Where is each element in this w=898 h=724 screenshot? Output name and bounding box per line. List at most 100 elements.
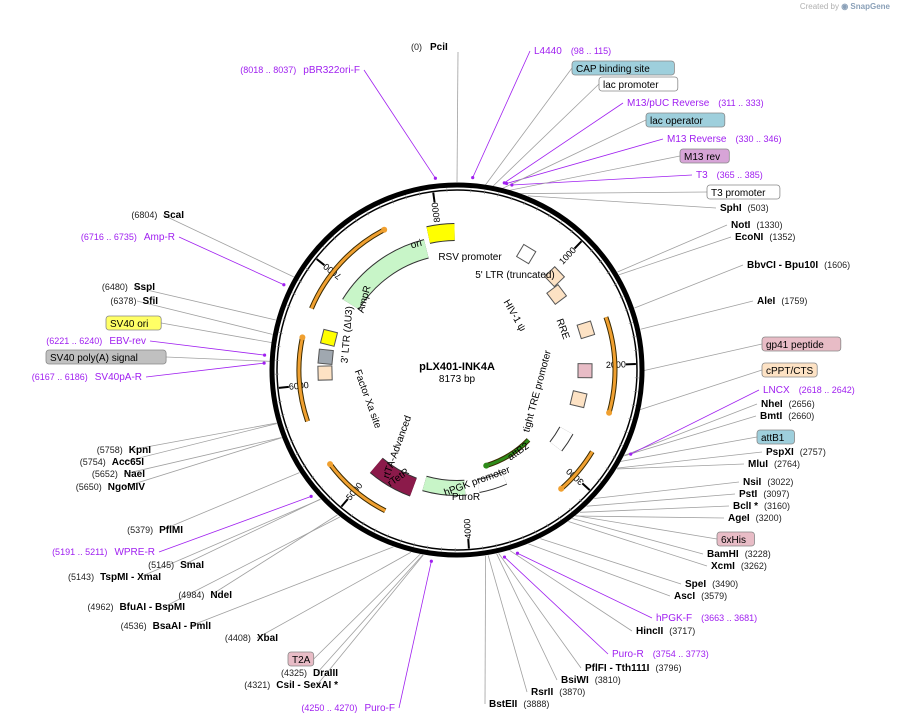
tick-label: 4000 [462, 518, 473, 539]
enzyme-leader-line [182, 498, 321, 566]
enzyme-site-bbvci-bpu10i[interactable]: BbvCI - Bpu10I(1606) [747, 260, 850, 271]
enzyme-site-pcii[interactable]: (0)PciI [411, 42, 448, 53]
feature-tag-attb1[interactable]: attB1 [756, 429, 795, 445]
enzyme-site-sphi[interactable]: SphI(503) [720, 203, 769, 214]
primer-m13-reverse[interactable]: M13 Reverse(330 .. 346) [667, 134, 782, 145]
enzyme-label: AscI(3579) [674, 591, 727, 602]
enzyme-site-mlui[interactable]: MluI(2764) [748, 459, 800, 470]
feature-tag-gp41-peptide[interactable]: gp41 peptide [761, 336, 842, 352]
enzyme-site-sfii[interactable]: (6378)SfiI [110, 296, 158, 307]
enzyme-site-naei[interactable]: (5652)NaeI [92, 469, 145, 480]
enzyme-site-ndei[interactable]: (4984)NdeI [178, 590, 232, 601]
enzyme-site-spei[interactable]: SpeI(3490) [685, 579, 738, 590]
enzyme-site-nhei[interactable]: NheI(2656) [761, 399, 815, 410]
feature-tag-sv40-poly-a-signal[interactable]: SV40 poly(A) signal [45, 349, 167, 365]
primer-l4440[interactable]: L4440(98 .. 115) [534, 46, 611, 57]
feature-tag-m13-rev[interactable]: M13 rev [679, 148, 730, 164]
primer-pbr322ori-f[interactable]: (8018 .. 8037)pBR322ori-F [240, 65, 360, 76]
minor-tick [598, 259, 603, 263]
enzyme-name: KpnI [129, 445, 151, 456]
primer-sv40pa-r[interactable]: (6167 .. 6186)SV40pA-R [32, 372, 142, 383]
primer-ebv-rev[interactable]: (6221 .. 6240)EBV-rev [46, 336, 146, 347]
feature-tag-6xhis[interactable]: 6xHis [716, 531, 755, 547]
feature-tag-t3-promoter[interactable]: T3 promoter [706, 184, 781, 200]
enzyme-site-alei[interactable]: AleI(1759) [757, 296, 807, 307]
enzyme-site-psti[interactable]: PstI(3097) [739, 489, 789, 500]
enzyme-site-rsrii[interactable]: RsrII(3870) [531, 687, 585, 698]
primer-lncx[interactable]: LNCX(2618 .. 2642) [763, 385, 855, 396]
enzyme-site-bfuai-bspmi[interactable]: (4962)BfuAI - BspMI [87, 602, 185, 613]
enzyme-site-bsteii[interactable]: BstEII(3888) [489, 699, 549, 710]
primer-m13-puc-reverse[interactable]: M13/pUC Reverse(311 .. 333) [627, 98, 764, 109]
enzyme-site-pflmi[interactable]: (5379)PflMI [127, 525, 183, 536]
enzyme-site-kpni[interactable]: (5758)KpnI [97, 445, 151, 456]
enzyme-leader-line [568, 521, 708, 567]
feature-tag-cap-binding-site[interactable]: CAP binding site [571, 60, 675, 76]
enzyme-site-smai[interactable]: (5145)SmaI [148, 560, 204, 571]
enzyme-leader-line [617, 451, 763, 469]
backbone [269, 182, 645, 558]
enzyme-site-ngomiv[interactable]: (5650)NgoMIV [76, 482, 146, 493]
feature-tag-text: SV40 ori [110, 319, 148, 330]
enzyme-site-csii-sexai[interactable]: (4321)CsiI - SexAI * [244, 680, 338, 691]
primer-hpgk-f[interactable]: hPGK-F(3663 .. 3681) [656, 613, 757, 624]
enzyme-site-hincii[interactable]: HincII(3717) [636, 626, 695, 637]
feature-tag-cppt-cts[interactable]: cPPT/CTS [761, 362, 818, 378]
enzyme-leader-line [316, 554, 424, 674]
tick-mark [340, 498, 349, 508]
minor-tick [280, 414, 285, 416]
feature-leader-line [637, 369, 763, 411]
primer-leader-line [517, 552, 653, 619]
enzyme-leader-line [129, 422, 277, 451]
enzyme-position: (1606) [824, 260, 850, 270]
enzyme-site-pspxi[interactable]: PspXI(2757) [766, 447, 826, 458]
feature-tag-t2a[interactable]: T2A [287, 651, 315, 667]
feature-tag-lac-operator[interactable]: lac operator [645, 112, 726, 128]
primer-t3[interactable]: T3(365 .. 385) [696, 170, 763, 181]
ltr-3-box [317, 365, 333, 381]
enzyme-leader-line [616, 463, 745, 470]
feature-tag-lac-promoter[interactable]: lac promoter [598, 76, 679, 92]
enzyme-leader-line [640, 300, 754, 330]
enzyme-site-bsiwi[interactable]: BsiWI(3810) [561, 675, 621, 686]
enzyme-site-noti[interactable]: NotI(1330) [731, 220, 782, 231]
feature-leader-line [490, 83, 600, 189]
enzyme-site-sspi[interactable]: (6480)SspI [102, 282, 155, 293]
primer-leader-line [363, 69, 436, 179]
orf-arc-left [297, 337, 309, 422]
primer-site-mark [282, 283, 286, 287]
enzyme-site-bsaai-pmli[interactable]: (4536)BsaAI - PmlI [121, 621, 212, 632]
enzyme-name: BfuAI - BspMI [119, 602, 185, 613]
enzyme-site-pflfi-tth111i[interactable]: PflFI - Tth111I(3796) [585, 663, 681, 674]
enzyme-leader-line [456, 51, 459, 183]
enzyme-site-draiii[interactable]: (4325)DraIII [281, 668, 338, 679]
enzyme-leader-line [594, 481, 740, 499]
enzyme-site-bcli[interactable]: BclI *(3160) [733, 501, 790, 512]
feature-tag-box [105, 315, 162, 331]
enzyme-site-asci[interactable]: AscI(3579) [674, 591, 727, 602]
primer-puro-f[interactable]: (4250 .. 4270)Puro-F [301, 703, 395, 714]
enzyme-site-econi[interactable]: EcoNI(1352) [735, 232, 795, 243]
primer-wpre-r[interactable]: (5191 .. 5211)WPRE-R [52, 547, 155, 558]
enzyme-site-bamhi[interactable]: BamHI(3228) [707, 549, 771, 560]
enzyme-site-nsii[interactable]: NsiI(3022) [743, 477, 793, 488]
enzyme-site-bmti[interactable]: BmtI(2660) [760, 411, 814, 422]
enzyme-position: (2660) [788, 411, 814, 421]
enzyme-site-acc65i[interactable]: (5754)Acc65I [80, 457, 144, 468]
feature-leader-line [571, 514, 718, 540]
enzyme-site-xbai[interactable]: (4408)XbaI [225, 633, 278, 644]
enzyme-site-tspmi-xmai[interactable]: (5143)TspMI - XmaI [68, 572, 161, 583]
feature-leader-line [504, 155, 681, 192]
minor-tick [286, 305, 291, 308]
enzyme-name: BsaAI - PmlI [153, 621, 212, 632]
enzyme-position: (3022) [767, 477, 793, 487]
enzyme-position: (2656) [789, 399, 815, 409]
enzyme-site-xcmi[interactable]: XcmI(3262) [711, 561, 767, 572]
enzyme-position: (5754) [80, 457, 106, 467]
primer-amp-r[interactable]: (6716 .. 6735)Amp-R [81, 232, 175, 243]
feature-tag-sv40-ori[interactable]: SV40 ori [105, 315, 162, 331]
backbone-outer-ring [269, 182, 645, 558]
enzyme-site-scai[interactable]: (6804)ScaI [131, 210, 184, 221]
enzyme-site-agei[interactable]: AgeI(3200) [728, 513, 782, 524]
primer-puro-r[interactable]: Puro-R(3754 .. 3773) [612, 649, 709, 660]
